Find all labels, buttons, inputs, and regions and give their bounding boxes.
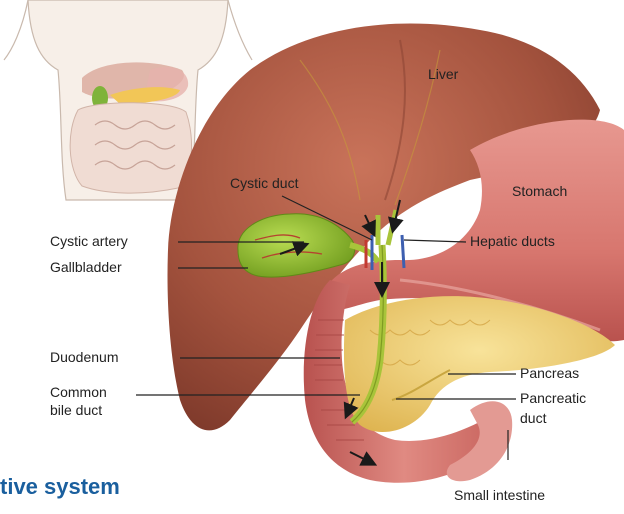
section-heading: tive system bbox=[0, 474, 120, 500]
label-gallbladder: Gallbladder bbox=[50, 259, 122, 276]
label-liver: Liver bbox=[428, 66, 458, 83]
label-hepatic-ducts: Hepatic ducts bbox=[470, 233, 555, 250]
label-pancreatic-duct-line2: duct bbox=[520, 410, 546, 427]
label-cystic-artery: Cystic artery bbox=[50, 233, 128, 250]
label-common-bile-duct-line1: Common bbox=[50, 384, 107, 401]
label-duodenum: Duodenum bbox=[50, 349, 119, 366]
label-pancreas: Pancreas bbox=[520, 365, 579, 382]
label-common-bile-duct-line2: bile duct bbox=[50, 402, 102, 419]
label-pancreatic-duct-line1: Pancreatic bbox=[520, 390, 586, 407]
label-stomach: Stomach bbox=[512, 183, 567, 200]
label-small-intestine: Small intestine bbox=[454, 487, 545, 504]
label-cystic-duct: Cystic duct bbox=[230, 175, 298, 192]
